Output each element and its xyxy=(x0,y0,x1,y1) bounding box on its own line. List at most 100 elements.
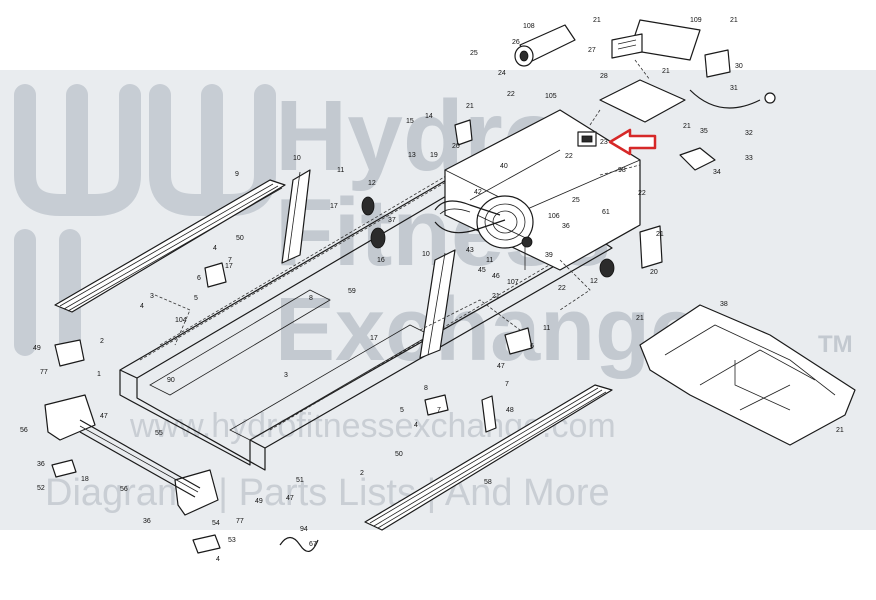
callout: 48 xyxy=(506,407,514,414)
callout: 50 xyxy=(236,235,244,242)
electronics-30 xyxy=(704,49,731,78)
callout: 19 xyxy=(430,152,438,159)
bracket-7 xyxy=(424,394,449,416)
callout: 21 xyxy=(730,17,738,24)
callout: 6 xyxy=(530,343,534,350)
callout-labels: 108 26 109 21 21 21 25 24 27 30 28 31 22… xyxy=(20,17,844,563)
callout: 12 xyxy=(368,180,376,187)
callout: 12 xyxy=(590,278,598,285)
callout: 11 xyxy=(543,325,550,332)
callout: 17 xyxy=(370,335,378,342)
callout: 55 xyxy=(155,430,163,437)
callout: 104 xyxy=(175,317,187,324)
bracket-49 xyxy=(54,339,85,367)
left-side-rail xyxy=(54,179,286,313)
callout: 35 xyxy=(700,128,708,135)
callout: 77 xyxy=(236,518,244,525)
assembly-guide-lines xyxy=(154,59,651,346)
callout: 7 xyxy=(228,257,232,264)
callout: 59 xyxy=(348,288,356,295)
callout: 5 xyxy=(400,407,404,414)
callout: 47 xyxy=(497,363,505,370)
callout: 22 xyxy=(507,91,515,98)
rear-endcap-right xyxy=(174,469,219,516)
callout: 56 xyxy=(20,427,28,434)
power-cord-31 xyxy=(689,89,776,109)
callout: 21 xyxy=(662,68,670,75)
callout: 106 xyxy=(548,213,560,220)
rear-roller xyxy=(79,419,201,498)
callout: 9 xyxy=(235,171,239,178)
watermark-trademark: TM xyxy=(818,331,853,358)
callout: 25 xyxy=(572,197,580,204)
bracket-5 xyxy=(204,262,227,288)
callout: 50 xyxy=(395,451,403,458)
callout: 23 xyxy=(600,139,608,146)
callout: 43 xyxy=(466,247,474,254)
controller-plate-28 xyxy=(599,79,686,123)
callout: 2 xyxy=(100,338,104,345)
callout: 20 xyxy=(452,143,460,150)
callout: 47 xyxy=(100,413,108,420)
callout: 49 xyxy=(255,498,263,505)
callout: 18 xyxy=(81,476,89,483)
callout: 94 xyxy=(300,526,308,533)
callout: 28 xyxy=(600,73,608,80)
callout: 11 xyxy=(337,167,344,174)
callout: 39 xyxy=(545,252,553,259)
callout: 107 xyxy=(507,279,519,286)
callout: 24 xyxy=(498,70,506,77)
callout: 52 xyxy=(37,485,45,492)
callout: 6 xyxy=(197,275,201,282)
leveling-foot-52 xyxy=(51,459,77,478)
watermark-logo-icon xyxy=(13,84,276,356)
callout: 37 xyxy=(388,217,396,224)
left-upright xyxy=(281,169,311,264)
callout: 5 xyxy=(194,295,198,302)
drive-belt xyxy=(434,200,506,234)
callout: 109 xyxy=(690,17,702,24)
callout: 32 xyxy=(745,130,753,137)
callout: 98 xyxy=(618,167,626,174)
wire-harness-67 xyxy=(279,536,319,552)
bracket-20-right xyxy=(639,225,663,269)
callout: 40 xyxy=(500,163,508,170)
callout: 16 xyxy=(377,257,385,264)
part-23-module xyxy=(577,131,597,147)
callout: 58 xyxy=(484,479,492,486)
callout: 2 xyxy=(360,470,364,477)
bracket-20-left xyxy=(454,119,473,146)
callout: 4 xyxy=(213,245,217,252)
callout: 38 xyxy=(720,301,728,308)
rear-endcap-left xyxy=(44,394,96,441)
callout: 1 xyxy=(97,371,101,378)
callout: 4 xyxy=(216,556,220,563)
callout: 22 xyxy=(558,285,566,292)
callout: 105 xyxy=(545,93,557,100)
callout: 21 xyxy=(466,103,474,110)
callout: 61 xyxy=(602,209,610,216)
callout: 36 xyxy=(143,518,151,525)
callout: 3 xyxy=(150,293,154,300)
callout: 25 xyxy=(470,50,478,57)
callout: 34 xyxy=(713,169,721,176)
callout: 56 xyxy=(120,486,128,493)
callout: 108 xyxy=(523,23,535,30)
callout: 14 xyxy=(425,113,433,120)
callout: 4 xyxy=(414,422,418,429)
highlight-arrow-icon xyxy=(608,128,657,156)
callout: 22 xyxy=(565,153,573,160)
callout: 36 xyxy=(37,461,45,468)
leveling-foot-53 xyxy=(192,534,221,554)
callout: 21 xyxy=(836,427,844,434)
bracket-6 xyxy=(504,327,533,355)
callout: 4 xyxy=(140,303,144,310)
watermark-tagline: Diagrams | Parts Lists | And More xyxy=(45,472,610,514)
bracket-34 xyxy=(679,147,716,171)
callout: 3 xyxy=(284,372,288,379)
callout: 45 xyxy=(478,267,486,274)
callout: 67 xyxy=(309,541,317,548)
callout: 21 xyxy=(683,123,691,130)
callout: 13 xyxy=(408,152,416,159)
